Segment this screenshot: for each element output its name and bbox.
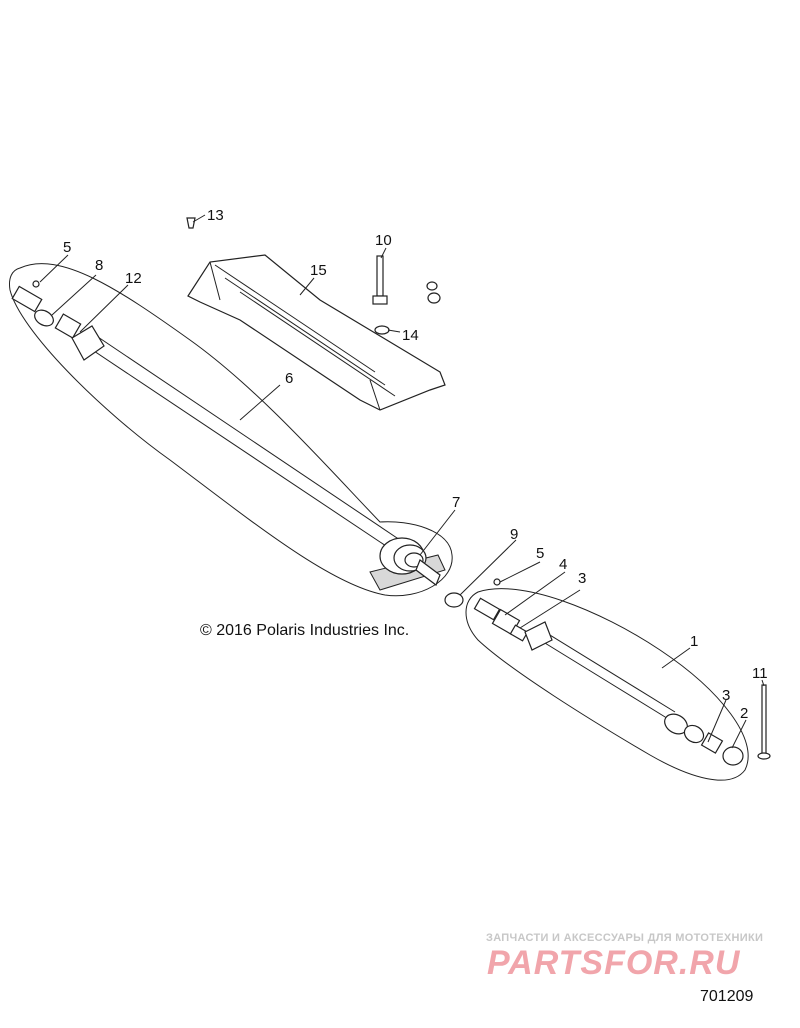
watermark-tagline: ЗАПЧАСТИ И АКСЕССУАРЫ ДЛЯ МОТОТЕХНИКИ — [486, 932, 764, 944]
callout-8: 8 — [95, 257, 103, 274]
copyright-notice: © 2016 Polaris Industries Inc. — [200, 622, 410, 639]
rear-prop-shaft — [473, 597, 744, 766]
callout-3-upper: 3 — [578, 570, 586, 587]
shaft-guard-shield — [187, 254, 446, 411]
callout-12: 12 — [125, 270, 142, 287]
callout-1: 1 — [690, 633, 698, 650]
callout-10: 10 — [375, 232, 392, 249]
rear-shaft-group-outline — [465, 588, 749, 781]
callout-5-front: 5 — [63, 239, 71, 256]
carrier-bearing — [369, 537, 446, 591]
callout-15: 15 — [310, 262, 327, 279]
hardware-fasteners — [32, 217, 771, 760]
callout-11: 11 — [752, 665, 768, 682]
callout-3-lower: 3 — [722, 687, 730, 704]
diagram-id: 701209 — [700, 988, 754, 1005]
callout-5-rear: 5 — [536, 545, 544, 562]
watermark-logo: PARTSFOR.RU — [487, 944, 741, 982]
callout-6: 6 — [285, 370, 293, 387]
callout-9: 9 — [510, 526, 518, 543]
front-prop-shaft — [11, 285, 401, 553]
callout-13: 13 — [207, 207, 224, 224]
callout-14: 14 — [402, 327, 419, 344]
leader-lines — [39, 214, 765, 749]
callout-4: 4 — [559, 556, 567, 573]
callout-2: 2 — [740, 705, 748, 722]
callout-7: 7 — [452, 494, 460, 511]
